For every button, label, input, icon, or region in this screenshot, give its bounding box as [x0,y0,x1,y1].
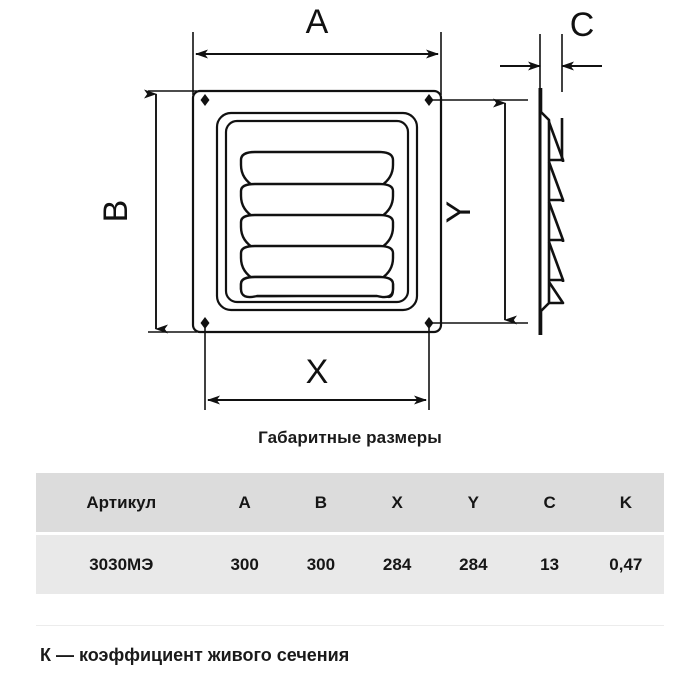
table-row: 3030МЭ 300 300 284 284 13 0,47 [36,535,664,594]
ventilation-grille-front-view-icon [191,89,443,334]
cell-k: 0,47 [587,535,664,594]
cell-x: 284 [359,535,436,594]
dim-y-label: Y [440,201,478,224]
ventilation-grille-side-view-icon [538,88,565,335]
dim-a-label: A [306,3,329,41]
drawing-svg: A B X Y C [97,3,602,410]
cell-b: 300 [282,535,359,594]
cell-article: 3030МЭ [36,535,207,594]
dimension-b [144,89,197,334]
cell-c: 13 [511,535,588,594]
column-header-b: B [282,473,359,532]
dimension-a [192,32,442,95]
screw-hole-top-left [200,94,210,106]
dimension-y [427,98,528,325]
louver-blade-2 [239,182,395,221]
louver-blade-4 [239,244,395,283]
column-header-y: Y [435,473,512,532]
specification-table: Артикул A B X Y C K 3030МЭ 300 300 284 2… [36,470,664,597]
dim-c-label: C [570,6,595,44]
side-louver-5 [547,281,565,305]
louver-blade-3 [239,213,395,252]
cell-y: 284 [435,535,512,594]
footer-note: К — коэффициент живого сечения [40,645,350,665]
column-header-a: A [206,473,283,532]
screw-hole-bottom-left [200,317,210,329]
side-louver-4 [547,241,565,282]
technical-drawing: A B X Y C [97,3,602,410]
dim-b-label: B [97,200,135,223]
column-header-article: Артикул [36,473,207,532]
dim-x-label: X [306,353,329,391]
side-louver-3 [547,201,565,242]
column-header-k: K [587,473,664,532]
side-louver-2 [547,161,565,202]
cell-a: 300 [206,535,283,594]
dimension-c [500,34,602,92]
side-plate-body [539,88,551,335]
louver-blade-1 [239,150,395,190]
column-header-c: C [511,473,588,532]
table-header-row: Артикул A B X Y C K [36,473,664,532]
footer-divider [36,625,664,626]
louver-blade-5-outline [239,275,395,299]
dimension-x [204,328,430,410]
column-header-x: X [359,473,436,532]
louver-blades [239,150,395,299]
drawing-caption: Габаритные размеры [258,428,442,447]
